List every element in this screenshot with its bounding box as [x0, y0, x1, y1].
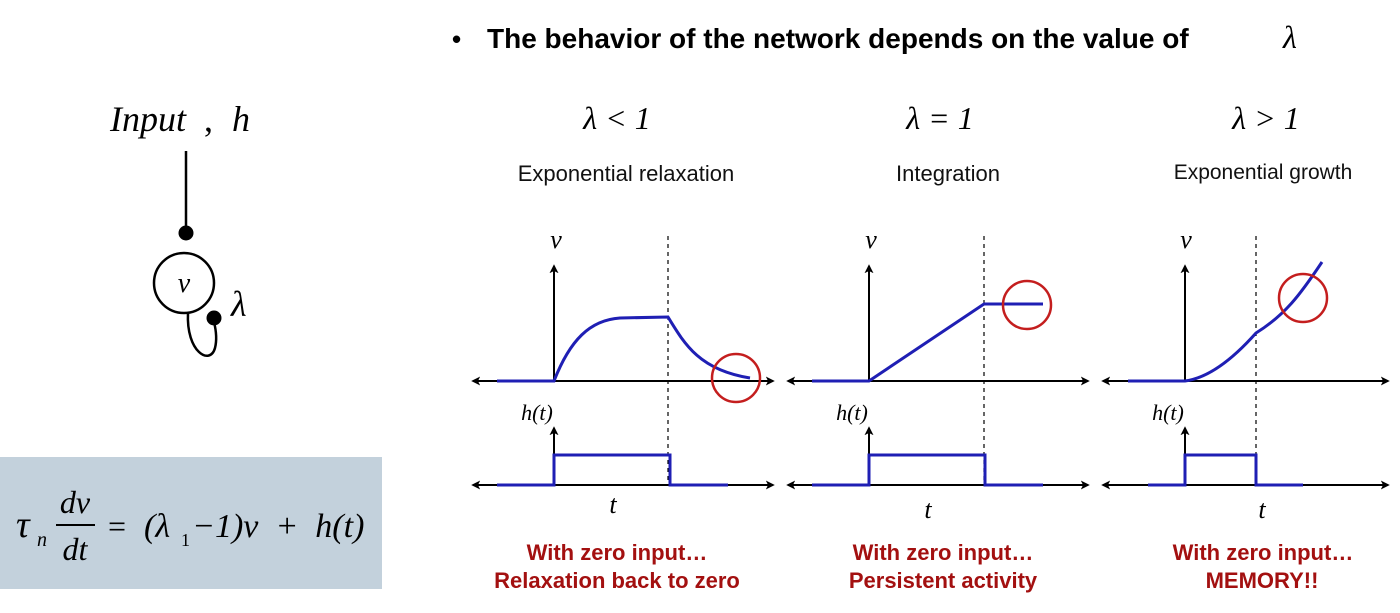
h-axis-label: h(t) — [836, 400, 868, 425]
equation-rhs-sub: 1 — [181, 530, 190, 550]
h-axis-label: h(t) — [1152, 400, 1184, 425]
v-response-curve — [812, 302, 1043, 383]
caption-line-2: Relaxation back to zero — [494, 568, 740, 593]
t-axis-label: t — [1258, 495, 1266, 524]
panel-integration: λ = 1 Integration v h(t) t With zero inp… — [786, 100, 1090, 593]
neuron-node — [152, 251, 216, 315]
panel-condition: λ > 1 — [1231, 100, 1299, 136]
panel-regime-label: Exponential relaxation — [518, 161, 734, 186]
neuron-input-var: h — [232, 99, 250, 139]
neuron-input-label: Input — [109, 99, 187, 139]
panel-exponential-growth: λ > 1 Exponential growth v h(t) t With z… — [1101, 100, 1390, 593]
equation-box — [0, 457, 382, 589]
input-pulse — [497, 453, 728, 487]
header-title: The behavior of the network depends on t… — [487, 23, 1189, 54]
v-axis-label: v — [1180, 225, 1192, 254]
v-axis-label: v — [865, 225, 877, 254]
neuron-node-label: v — [178, 268, 191, 299]
zero-input-highlight — [710, 352, 762, 404]
h-axis-label: h(t) — [521, 400, 553, 425]
t-axis-label: t — [609, 490, 617, 519]
panel-condition: λ = 1 — [905, 100, 973, 136]
neuron-recurrent-synapse — [206, 310, 222, 326]
header-lambda-symbol: λ — [1282, 19, 1297, 55]
input-pulse — [1148, 453, 1303, 487]
v-response-curve — [1128, 261, 1324, 383]
panel-regime-label: Integration — [896, 161, 1000, 186]
neuron-self-weight: λ — [230, 284, 247, 324]
equation-tau-sub: n — [37, 529, 47, 551]
input-pulse — [812, 453, 1043, 487]
neuron-recurrent-loop — [186, 312, 218, 357]
panel-condition: λ < 1 — [582, 100, 650, 136]
v-axis-label: v — [550, 225, 562, 254]
equation-numerator: dv — [60, 484, 91, 520]
neuron-comma: , — [204, 99, 213, 139]
v-response-curve — [497, 315, 751, 383]
equation-denominator: dt — [63, 531, 89, 567]
caption-line-2: MEMORY!! — [1206, 568, 1319, 593]
zero-input-highlight — [1001, 279, 1053, 331]
equation-rhs-rest: −1)v + h(t) — [192, 508, 364, 545]
caption-line-2: Persistent activity — [849, 568, 1038, 593]
panel-regime-label: Exponential growth — [1174, 161, 1353, 184]
dynamics-equation: τ n dv dt = (λ 1 −1)v + h(t) — [16, 484, 364, 567]
caption-line-1: With zero input… — [527, 540, 708, 565]
zero-input-highlight — [1277, 272, 1329, 324]
t-axis-label: t — [924, 495, 932, 524]
equation-tau: τ — [16, 504, 31, 546]
header-bullet: • — [452, 24, 461, 54]
neuron-input-synapse — [178, 225, 194, 241]
equation-equals: = — [108, 508, 126, 544]
caption-line-1: With zero input… — [1173, 540, 1354, 565]
caption-line-1: With zero input… — [853, 540, 1034, 565]
equation-rhs-open: (λ — [144, 508, 170, 545]
panel-exponential-relaxation: λ < 1 Exponential relaxation v h(t) t Wi… — [471, 100, 775, 593]
